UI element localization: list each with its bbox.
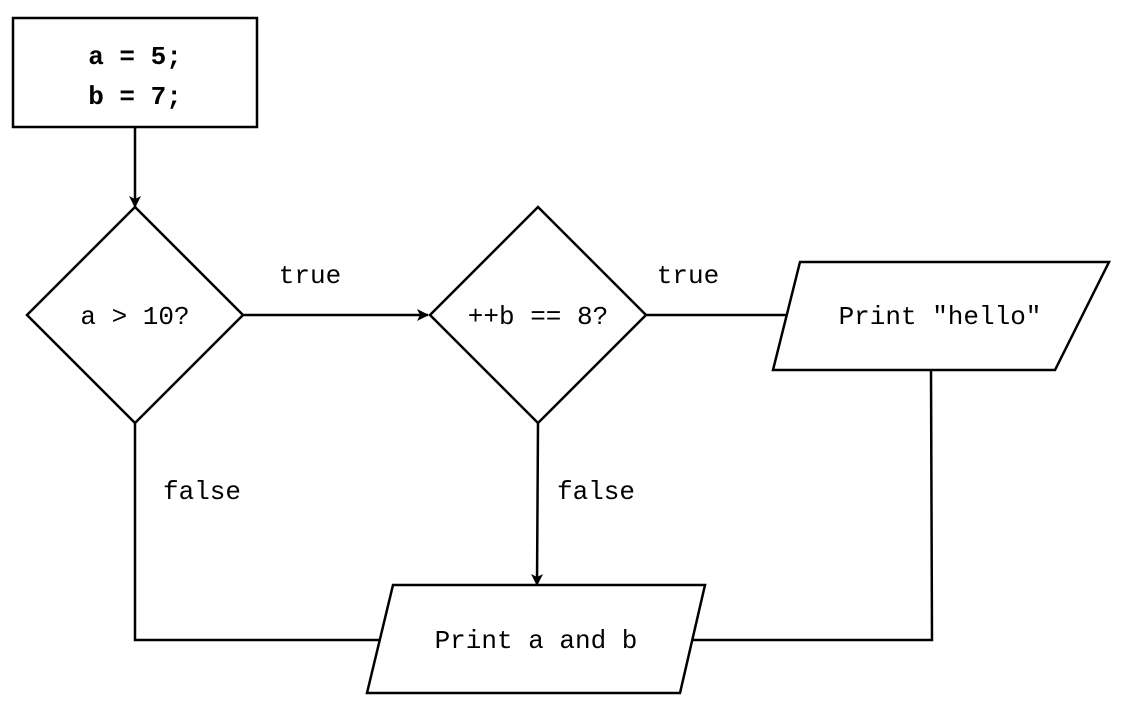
output-print-hello [771,260,1112,372]
output-print-a-b [365,583,707,695]
decision-a-gt-10-label: a > 10? [80,302,189,332]
init-process-box [11,16,259,129]
edge-cond1-false [133,423,394,646]
edge-label-cond1-true: true [279,261,341,291]
decision-b-eq-8-label: ++b == 8? [468,302,608,332]
init-line-2: b = 7; [88,82,182,112]
edge-hello-to-print-ab [679,369,934,646]
init-line-1: a = 5; [88,42,182,72]
edge-label-cond2-true: true [657,261,719,291]
edge-cond2-false [531,422,544,586]
output-print-hello-label: Print "hello" [839,302,1042,332]
edge-label-cond2-false: false [557,477,635,507]
decision-b-eq-8 [428,205,648,425]
output-print-a-b-label: Print a and b [435,626,638,656]
decision-a-gt-10 [25,205,245,425]
edge-label-cond1-false: false [163,477,241,507]
